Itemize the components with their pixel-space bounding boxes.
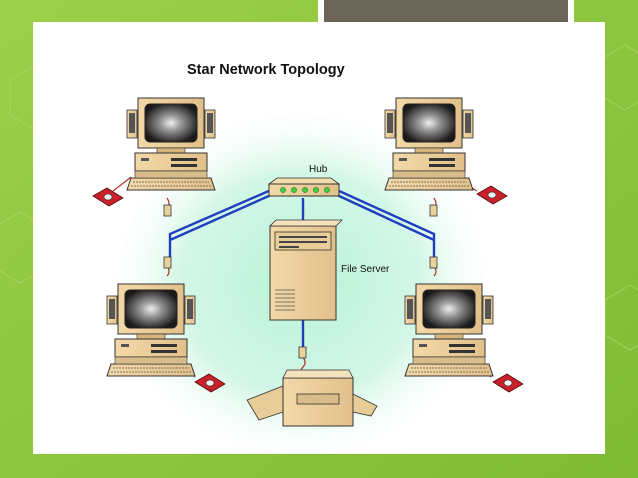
cable-connector: [429, 256, 438, 269]
mouse: [476, 185, 508, 205]
computer-bottom-right: [404, 283, 494, 377]
cable-connector: [298, 346, 307, 359]
file-server: [269, 219, 343, 321]
cable-connector: [163, 256, 172, 269]
star-topology-diagram: Star Network Topology: [92, 62, 524, 454]
diagram-title: Star Network Topology: [187, 62, 345, 78]
cable-connector: [429, 204, 438, 217]
mouse: [92, 187, 124, 207]
printer: [246, 369, 378, 427]
computer-top-left: [126, 97, 216, 191]
diagram-panel: Star Network Topology: [33, 22, 605, 454]
mouse: [492, 373, 524, 393]
network-cables: [168, 188, 436, 347]
cable-connector: [163, 204, 172, 217]
hub-label: Hub: [309, 164, 328, 175]
hub-device: [267, 177, 341, 197]
computer-bottom-left: [106, 283, 196, 377]
file-server-label: File Server: [341, 264, 390, 275]
computer-top-right: [384, 97, 474, 191]
